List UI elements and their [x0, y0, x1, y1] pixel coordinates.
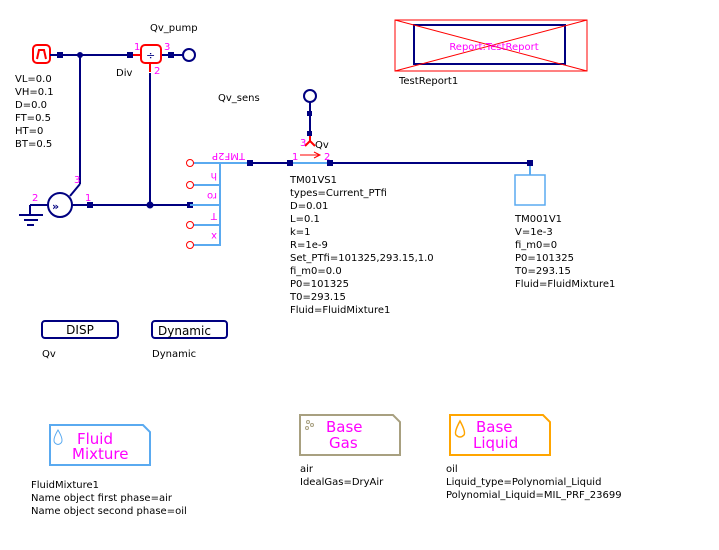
port-h[interactable]: [186, 181, 194, 189]
base-liquid-title-2: Liquid: [473, 434, 518, 452]
test-report-block[interactable]: Report:TestReport: [394, 19, 588, 72]
fluid-mixture-params: FluidMixture1 Name object first phase=ai…: [31, 480, 187, 517]
tmf2p-ports-2: T: [210, 210, 218, 221]
pipe-params-7: fi_m0=0.0: [290, 266, 342, 277]
ground-icon: [19, 204, 48, 226]
base-gas-params: air IdealGas=DryAir: [300, 464, 384, 488]
fluid-mixture-block[interactable]: Fluid Mixture: [49, 424, 151, 466]
pipe-params-1: types=Current_PTfi: [290, 188, 387, 199]
flow-sensor-block[interactable]: [304, 136, 316, 147]
pump-block[interactable]: »: [47, 192, 73, 218]
div-block[interactable]: ÷: [133, 44, 162, 72]
fluid-mixture-title-1: Fluid: [77, 430, 113, 448]
hydraulic-line[interactable]: [72, 201, 193, 209]
fluid-mixture-params-0: FluidMixture1: [31, 480, 99, 491]
div-ports-0: 1: [134, 42, 140, 53]
base-liquid-params-1: Liquid_type=Polynomial_Liquid: [446, 477, 601, 488]
volume-block[interactable]: [514, 174, 546, 206]
signal-source-block[interactable]: [32, 44, 51, 64]
div-label: Div: [116, 68, 132, 79]
pipe-params-3: L=0.1: [290, 214, 320, 225]
pipe-params: TM01VS1 types=Current_PTfi D=0.01 L=0.1 …: [289, 175, 434, 316]
source-params-2: D=0.0: [15, 100, 47, 111]
flow-arrow-icon: [300, 151, 322, 159]
tmf2p-ports-0: h: [211, 170, 217, 181]
source-params-5: BT=0.5: [15, 139, 52, 150]
volume-params-2: fi_m0=0: [515, 240, 557, 251]
sensor-ports-2: 3: [300, 138, 306, 149]
base-liquid-title-1: Base: [476, 418, 513, 436]
base-liquid-params-2: Polynomial_Liquid=MIL_PRF_23699: [446, 490, 622, 501]
source-params-0: VL=0.0: [15, 74, 52, 85]
droplet-icon: [53, 429, 63, 445]
disp-button: DISP: [66, 323, 94, 337]
disp-button[interactable]: DISP: [41, 320, 119, 339]
fluid-mixture-title-2: Mixture: [72, 445, 128, 463]
source-params-1: VH=0.1: [15, 87, 54, 98]
base-gas-params-1: IdealGas=DryAir: [300, 477, 384, 488]
report-name: TestReport1: [398, 76, 458, 87]
dynamic-button: Dynamic: [158, 324, 211, 338]
tmf2p-ports-1: ro: [207, 190, 217, 201]
volume-params-0: TM001V1: [514, 214, 562, 225]
pump-ports-1: 2: [32, 193, 38, 204]
pipe-params-4: k=1: [290, 227, 311, 238]
droplet-icon: [454, 419, 466, 438]
fluid-mixture-params-2: Name object second phase=oil: [31, 506, 187, 517]
volume-params-3: P0=101325: [515, 253, 574, 264]
trapezoid-signal-icon: [36, 49, 47, 60]
pipe-params-2: D=0.01: [290, 201, 328, 212]
base-gas-params-0: air: [300, 464, 314, 475]
pipe-line[interactable]: [247, 160, 533, 175]
base-gas-block[interactable]: Base Gas: [299, 414, 401, 456]
base-liquid-block[interactable]: Base Liquid: [449, 414, 551, 456]
volume-params-1: V=1e-3: [515, 227, 553, 238]
base-liquid-params: oil Liquid_type=Polynomial_Liquid Polyno…: [446, 464, 622, 501]
pipe-params-8: P0=101325: [290, 279, 349, 290]
qv-sens-output-port[interactable]: [303, 89, 317, 103]
base-gas-title-2: Gas: [329, 434, 358, 452]
source-params-4: HT=0: [15, 126, 43, 137]
pipe-params-0: TM01VS1: [289, 175, 337, 186]
disp-label: Qv: [42, 349, 56, 360]
qv-pump-output-port[interactable]: [182, 48, 196, 62]
divide-icon: ÷: [146, 49, 155, 62]
tmf2p-block[interactable]: [186, 159, 251, 249]
volume-params: TM001V1 V=1e-3 fi_m0=0 P0=101325 T0=293.…: [514, 214, 615, 290]
pump-ports-2: 3: [74, 175, 80, 186]
pump-chevron-icon: »: [52, 200, 59, 213]
div-ports-1: 2: [154, 66, 160, 77]
signal-wires[interactable]: [50, 52, 183, 205]
tmf2p-ports-3: x: [211, 230, 217, 241]
sensor-ports-0: 1: [292, 152, 298, 163]
sensor-label: Qv: [315, 140, 329, 151]
base-gas-title-1: Base: [326, 418, 363, 436]
volume-params-5: Fluid=FluidMixture1: [515, 279, 615, 290]
div-ports-2: 3: [164, 42, 170, 53]
source-params-3: FT=0.5: [15, 113, 51, 124]
pipe-params-10: Fluid=FluidMixture1: [290, 305, 390, 316]
gas-molecule-icon: [305, 420, 314, 430]
report-inner-label: Report:TestReport: [449, 42, 538, 53]
dynamic-button[interactable]: Dynamic: [151, 320, 228, 339]
tmf2p-label: TMF2P: [212, 150, 246, 161]
pipe-params-5: R=1e-9: [290, 240, 328, 251]
volume-params-4: T0=293.15: [514, 266, 571, 277]
qv-pump-label: Qv_pump: [150, 23, 198, 34]
port-t[interactable]: [186, 221, 194, 229]
base-liquid-params-0: oil: [446, 464, 458, 475]
port-x[interactable]: [186, 241, 194, 249]
pipe-params-9: T0=293.15: [289, 292, 346, 303]
dynamic-label: Dynamic: [152, 349, 196, 360]
fluid-mixture-params-1: Name object first phase=air: [31, 493, 173, 504]
pipe-params-6: Set_PTfi=101325,293.15,1.0: [290, 253, 434, 264]
qv-sens-label: Qv_sens: [218, 93, 260, 104]
sensor-ports-1: 2: [324, 152, 330, 163]
port-p[interactable]: [186, 159, 194, 167]
source-params: VL=0.0 VH=0.1 D=0.0 FT=0.5 HT=0 BT=0.5: [15, 74, 54, 150]
pump-ports-0: 1: [85, 193, 91, 204]
